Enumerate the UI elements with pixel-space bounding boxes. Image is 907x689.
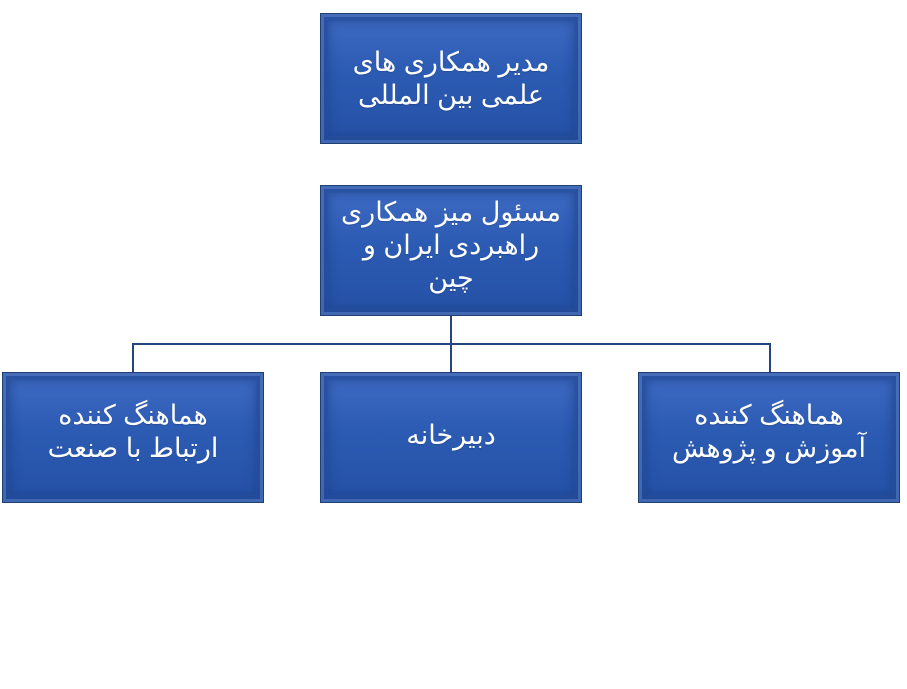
node-label: دبیرخانه [406, 420, 496, 450]
node-label: هماهنگ کننده آموزش و پژوهش [671, 400, 867, 463]
node-education-research-coordinator: هماهنگ کننده آموزش و پژوهش [638, 372, 900, 503]
node-iran-china-desk-officer: مسئول میز همکاری راهبردی ایران و چین [320, 185, 582, 316]
node-label: هماهنگ کننده ارتباط با صنعت [47, 400, 219, 463]
node-secretariat: دبیرخانه [320, 372, 582, 503]
node-label: مسئول میز همکاری راهبردی ایران و چین [341, 197, 561, 293]
node-international-cooperation-manager: مدیر همکاری های علمی بین المللی [320, 13, 582, 144]
node-label: مدیر همکاری های علمی بین المللی [352, 46, 550, 110]
node-industry-relations-coordinator: هماهنگ کننده ارتباط با صنعت [2, 372, 264, 503]
